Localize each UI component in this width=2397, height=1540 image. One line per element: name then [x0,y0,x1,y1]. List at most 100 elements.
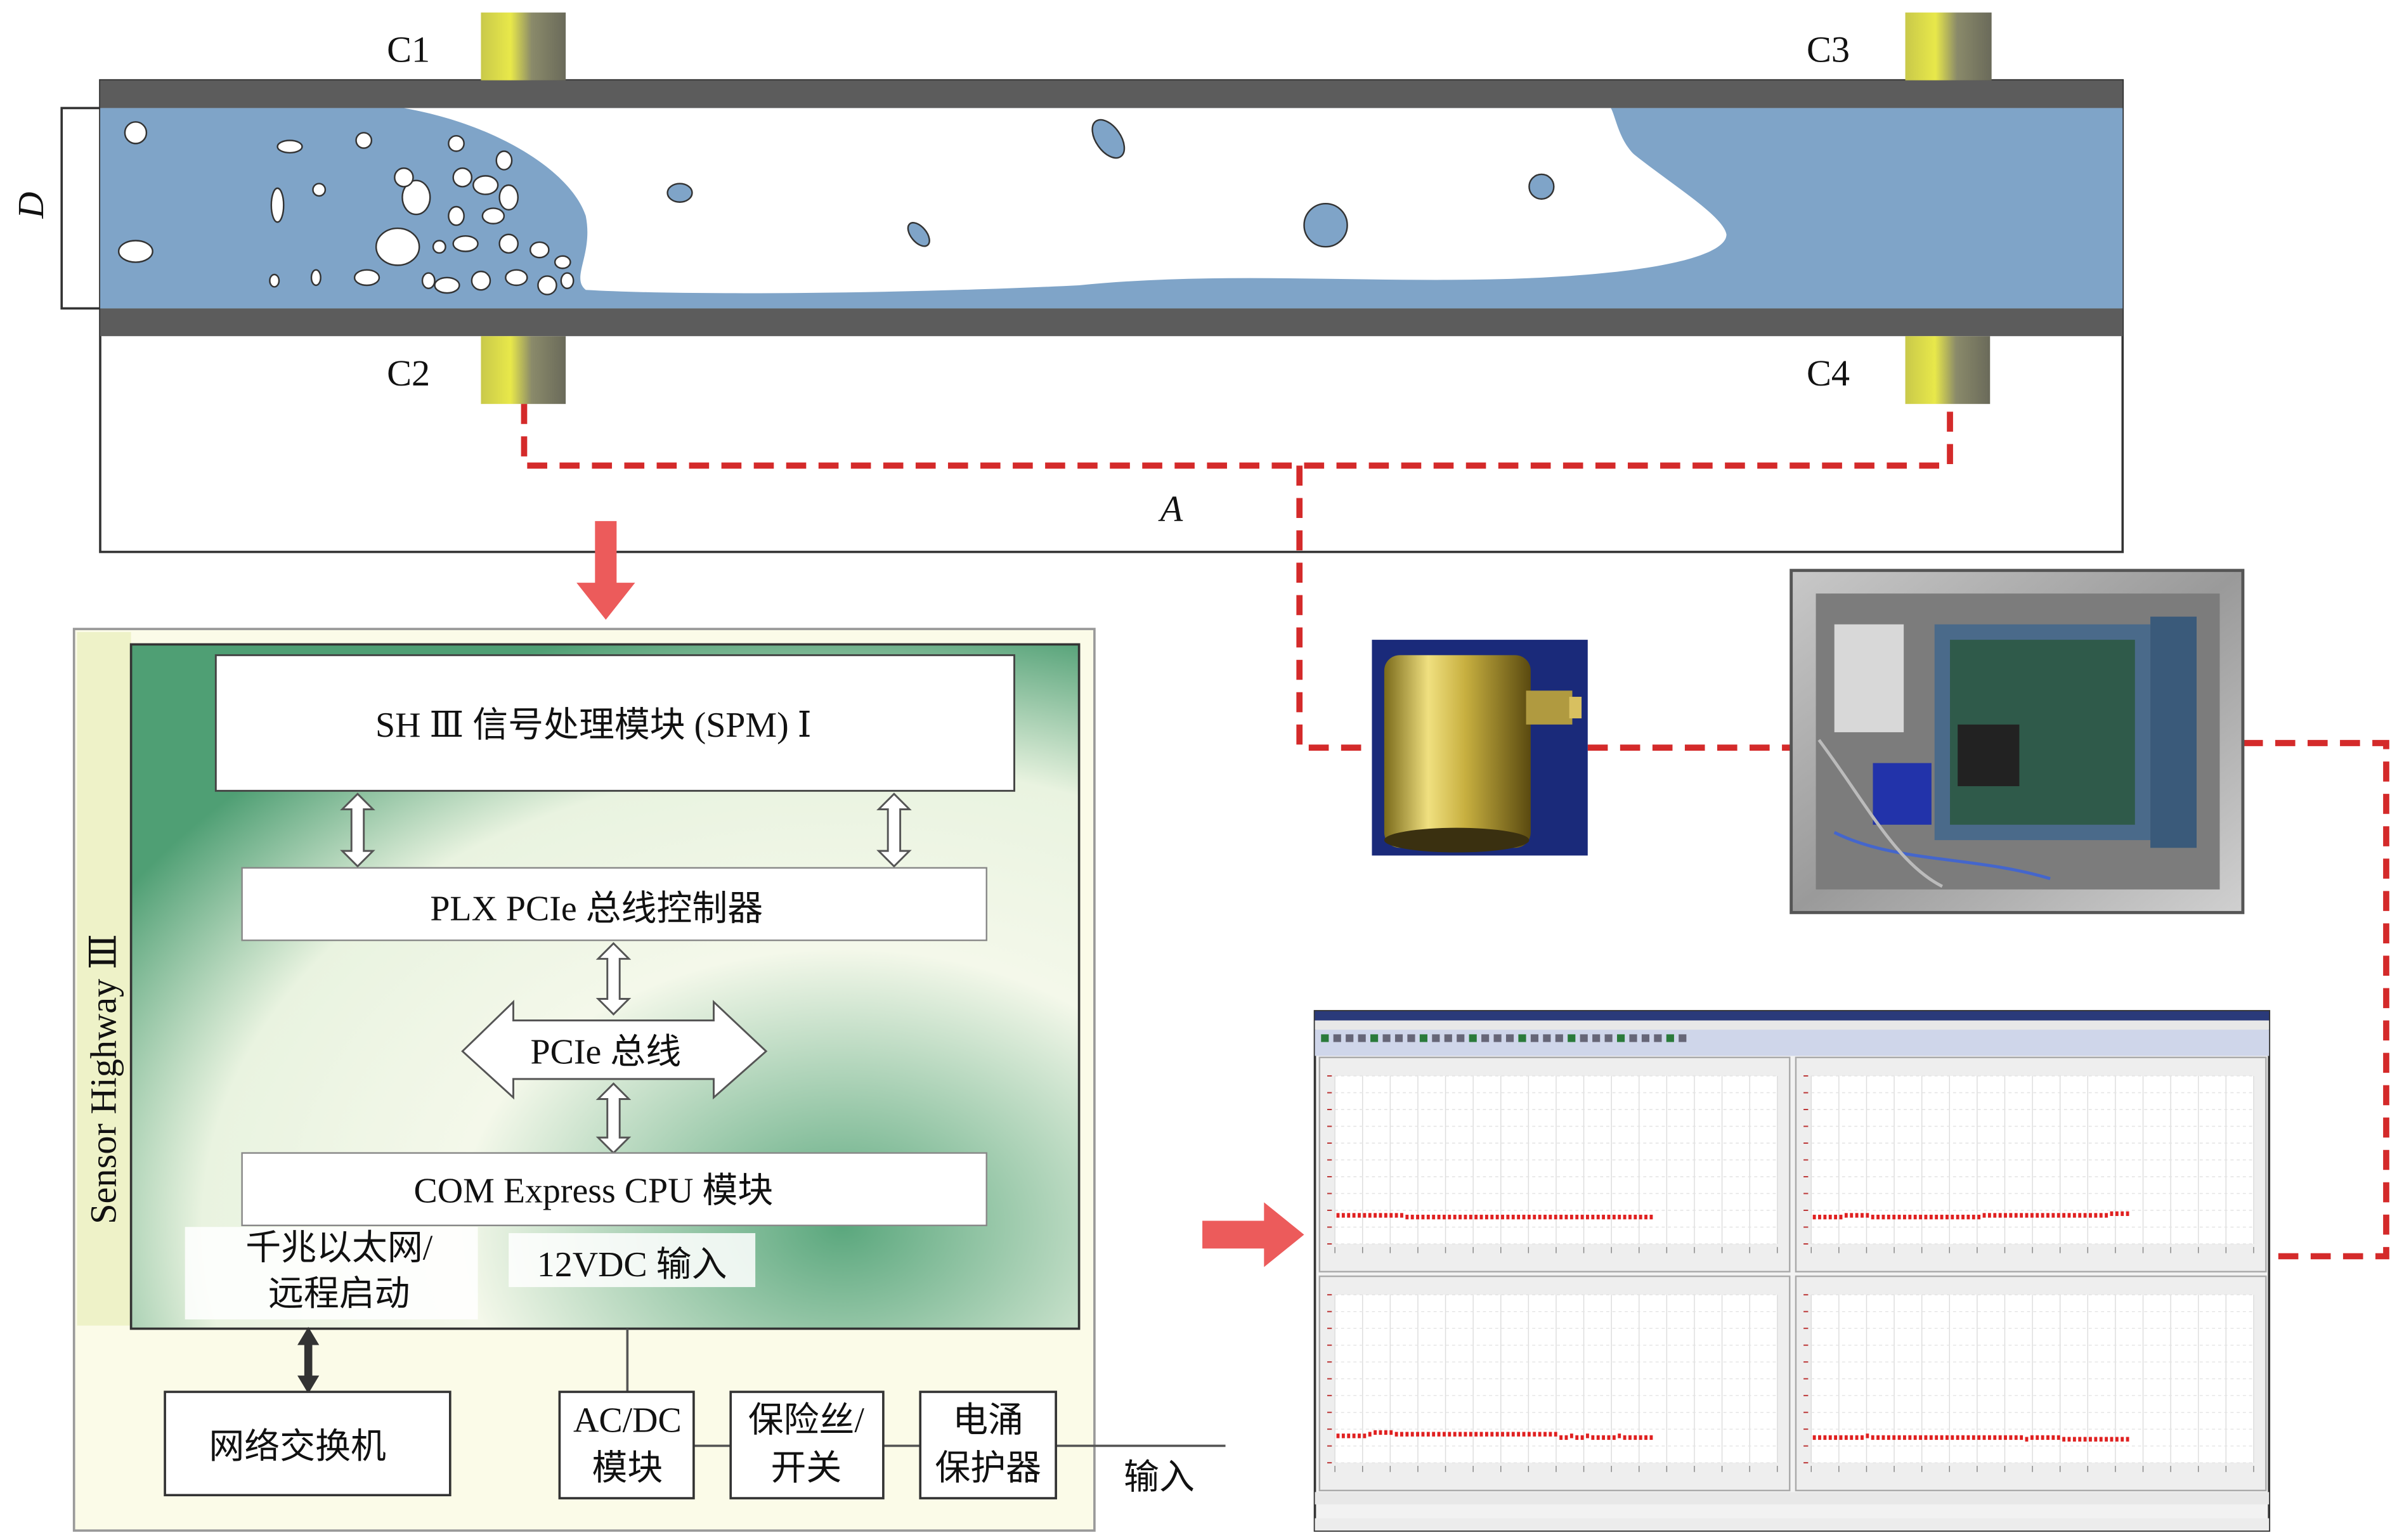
data-point [1517,1432,1521,1437]
data-point [1484,1214,1488,1220]
data-point [1569,1214,1573,1220]
data-point [2078,1213,2082,1218]
data-point [1389,1213,1393,1218]
data-point [1352,1213,1356,1218]
menu-bar[interactable] [1315,1020,2270,1030]
data-point [2121,1211,2124,1216]
network-switch-box [164,1390,451,1497]
data-point [1384,1430,1387,1435]
data-point [1596,1214,1600,1220]
data-point [1538,1214,1542,1220]
data-point [2051,1213,2055,1218]
data-point [1628,1435,1632,1440]
toolbar-icon [1518,1034,1526,1042]
toolbar-icon [1382,1034,1391,1042]
data-point [1352,1433,1356,1439]
data-point [1623,1214,1627,1220]
data-point [1517,1214,1521,1220]
spm-module-box [214,654,1015,792]
data-point [2089,1213,2092,1218]
tab-strip[interactable] [1315,1492,2270,1504]
data-point [1998,1213,2002,1218]
data-point [1421,1432,1425,1437]
data-point [1490,1432,1494,1437]
toolbar-icon [1346,1034,1354,1042]
data-point [1443,1432,1446,1437]
data-point [1977,1214,1981,1220]
data-point [1649,1435,1653,1440]
data-point [1982,1213,1986,1218]
data-point [1618,1433,1621,1439]
data-point [1379,1213,1382,1218]
data-point [1379,1430,1382,1435]
acdc-label-line2: 模块 [592,1449,663,1488]
data-point [1564,1435,1568,1440]
data-point [1913,1435,1917,1440]
arrow-right-icon [1202,1202,1304,1267]
data-point [1448,1214,1452,1220]
data-point [2046,1213,2049,1218]
data-point [1623,1435,1627,1440]
data-point [2110,1437,2114,1442]
toolbar-icon [1629,1034,1637,1042]
data-point [1940,1435,1944,1440]
toolbar-icon [1419,1034,1427,1042]
data-point [2121,1437,2124,1442]
data-point [1951,1435,1954,1440]
data-point [1464,1432,1467,1437]
data-point [1591,1214,1595,1220]
acdc-module-box [558,1390,695,1499]
data-point [1437,1214,1441,1220]
data-point [2067,1437,2071,1442]
data-point [1474,1432,1478,1437]
toolbar-icon [1457,1034,1465,1042]
toolbar-icon [1444,1034,1452,1042]
label-c3: C3 [1807,29,1850,70]
data-point [1913,1214,1917,1220]
data-point [1580,1435,1584,1440]
data-point [2014,1213,2018,1218]
monitoring-software-screenshot [1313,1010,2271,1532]
data-point [1982,1435,1986,1440]
data-point [1384,1213,1387,1218]
data-point [1432,1214,1436,1220]
data-point [1956,1435,1959,1440]
data-point [1549,1214,1552,1220]
data-point [1866,1433,1869,1439]
data-point [1812,1435,1816,1440]
data-point [1844,1213,1848,1218]
data-point [1966,1214,1970,1220]
toolbar-icon [1394,1034,1403,1042]
data-point [1490,1214,1494,1220]
power-input-label: 12VDC 输入 [537,1245,727,1284]
data-point [1479,1432,1483,1437]
data-point [2056,1435,2060,1440]
data-point [2078,1437,2082,1442]
data-point [1892,1435,1896,1440]
toolbar[interactable] [1315,1030,2270,1056]
data-point [1389,1430,1393,1435]
data-point [1506,1432,1510,1437]
toolbar-icon [1407,1034,1415,1042]
fuse-label-line2: 开关 [770,1449,841,1488]
toolbar-icon [1358,1034,1366,1042]
data-point [1437,1432,1441,1437]
toolbar-icon [1580,1034,1588,1042]
data-point [2083,1213,2087,1218]
toolbar-icon [1543,1034,1551,1042]
data-point [2036,1213,2039,1218]
data-point [2004,1435,2007,1440]
cpu-module-box [241,1152,987,1227]
data-point [1448,1432,1452,1437]
data-point [1469,1214,1472,1220]
data-point [1935,1435,1939,1440]
data-point [1394,1213,1398,1218]
data-point [1575,1435,1579,1440]
data-point [1940,1214,1944,1220]
data-point [1374,1213,1377,1218]
data-point [2099,1437,2103,1442]
data-point [1564,1214,1568,1220]
data-point [1839,1435,1843,1440]
data-point [1602,1214,1606,1220]
data-point [1400,1213,1403,1218]
